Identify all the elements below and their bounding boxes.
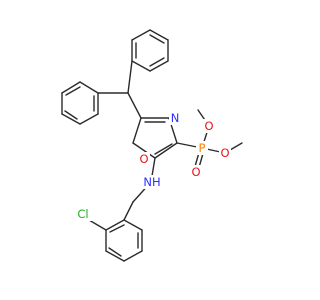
atom-labels: O N P O O O NH Cl <box>74 111 231 221</box>
benzhydryl-bonds <box>97 60 142 119</box>
phosphorus-label: P <box>199 141 206 155</box>
molecule-structure: O N P O O O NH Cl <box>61 29 243 262</box>
phenyl-ring-top <box>131 29 169 72</box>
ring-oxygen-label: O <box>139 152 148 166</box>
chlorophenyl-ring <box>88 219 143 262</box>
methoxy-oxygen-upper-label: O <box>204 119 213 133</box>
methoxy-oxygen-right-label: O <box>220 146 229 160</box>
amine-label: NH <box>143 175 160 189</box>
chlorine-label: Cl <box>77 207 88 221</box>
phosphoryl-oxygen-label: O <box>191 165 200 179</box>
ring-nitrogen-label: N <box>171 111 180 125</box>
phenyl-ring-left <box>61 81 99 125</box>
